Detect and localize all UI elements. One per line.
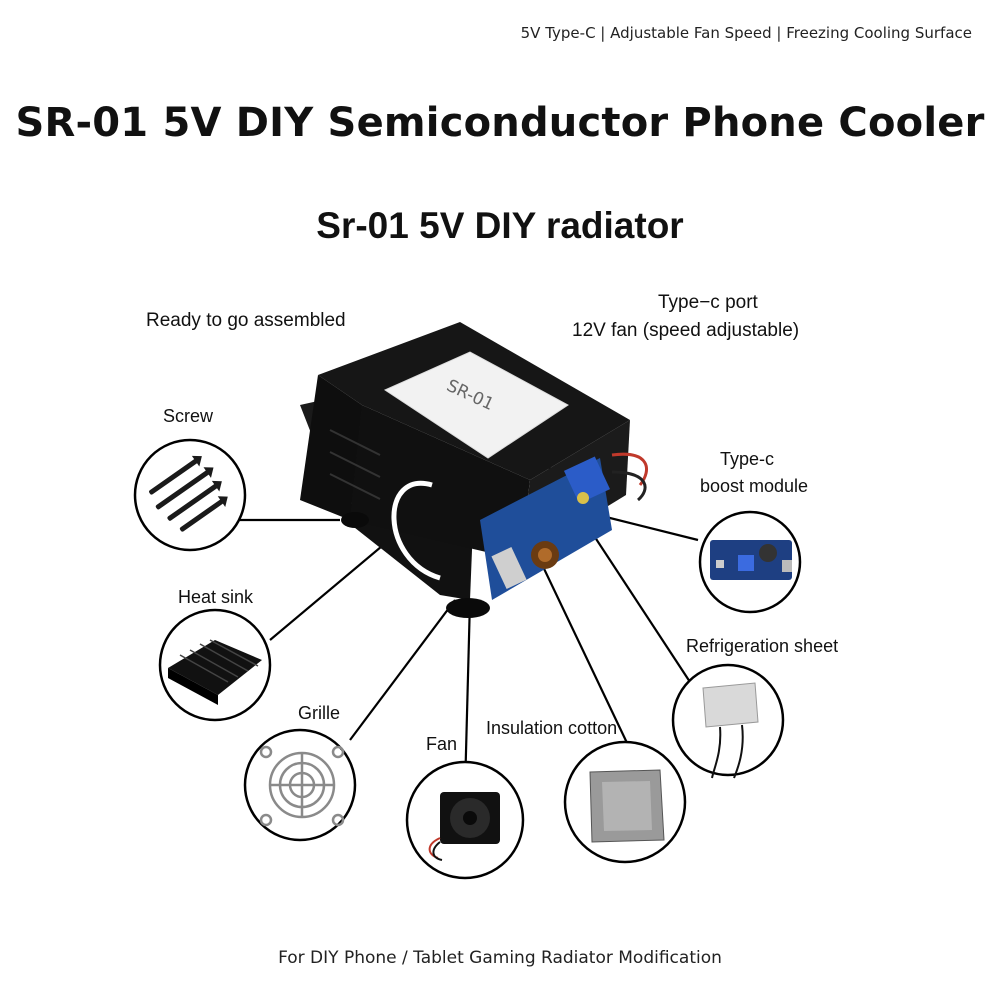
cooler-device: SR-01 <box>300 322 649 618</box>
label-assembled: Ready to go assembled <box>146 310 346 331</box>
product-heading: Sr-01 5V DIY radiator <box>316 205 684 246</box>
heat-sink-thumbnail <box>158 608 272 722</box>
label-screw: Screw <box>163 406 214 426</box>
refrigeration-sheet-thumbnail <box>671 663 785 779</box>
grille-thumbnail <box>243 728 357 842</box>
page-title: SR-01 5V DIY Semiconductor Phone Cooler <box>15 100 985 146</box>
label-type-c-port: Type−c port <box>658 292 758 313</box>
boost-module-thumbnail <box>698 510 802 614</box>
label-fan-speed: 12V fan (speed adjustable) <box>572 320 800 341</box>
label-heat-sink: Heat sink <box>178 587 254 607</box>
footer-text: For DIY Phone / Tablet Gaming Radiator M… <box>278 948 722 968</box>
tagline: 5V Type-C | Adjustable Fan Speed | Freez… <box>520 24 972 42</box>
insulation-cotton-thumbnail <box>563 740 687 864</box>
label-boost-line1: Type-c <box>720 449 775 469</box>
label-grille: Grille <box>298 703 341 723</box>
label-fan: Fan <box>426 734 458 754</box>
label-refrigeration-sheet: Refrigeration sheet <box>686 636 839 656</box>
fan-thumbnail <box>405 760 525 880</box>
label-boost-line2: boost module <box>700 476 809 496</box>
leader-lines <box>240 419 699 791</box>
screw-thumbnail <box>133 438 247 552</box>
label-insulation-cotton: Insulation cotton <box>486 718 618 738</box>
